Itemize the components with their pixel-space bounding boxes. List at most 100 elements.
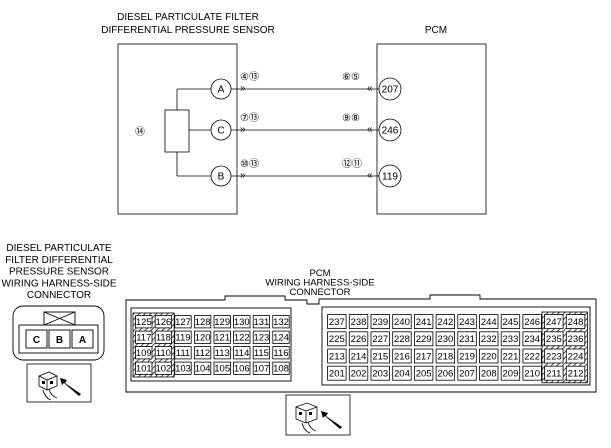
- connector-pin-cell: [272, 315, 290, 329]
- connector-pin-cell: [392, 365, 412, 381]
- pcm-side-mark: «: [367, 170, 373, 181]
- connector-pin-number: 130: [234, 317, 250, 328]
- connector-pin-number: 117: [136, 333, 151, 344]
- connector-pin-number: 210: [524, 369, 540, 380]
- connector-pin-number: 108: [273, 364, 289, 375]
- connector-pin-number: 203: [372, 369, 388, 380]
- connector-pin-number: 240: [394, 317, 410, 328]
- connector-pin-cell: [193, 346, 212, 360]
- pcm-terminal-number: 246: [382, 126, 399, 137]
- connector-pin-number: 217: [416, 351, 432, 362]
- connector-pin-number: 236: [568, 334, 584, 345]
- connector-pin-cell: [413, 331, 434, 347]
- connector-pin-cell: [522, 331, 542, 347]
- connector-pin-cell: [135, 346, 153, 360]
- connector-pin-cell: [392, 331, 412, 347]
- connector-pin-cell: [392, 314, 412, 330]
- connector-pin-number: 208: [481, 369, 497, 380]
- connector-pin-number: 101: [136, 364, 152, 375]
- sensor-terminal-letter: A: [218, 85, 225, 96]
- pcm-connector-view-icon: [285, 394, 351, 436]
- connector-pin-cell: [272, 346, 290, 360]
- connector-pin-number: 232: [481, 334, 497, 345]
- connector-pin-cell: [174, 330, 192, 344]
- connector-pin-number: 125: [136, 317, 152, 328]
- pcm-wire-refs: ⑫⑪: [342, 158, 362, 170]
- connector-pin-cell: [154, 315, 172, 329]
- connector-pin-cell: [174, 361, 192, 375]
- connector-pin-cell: [233, 346, 251, 360]
- connector-pin-number: 245: [503, 317, 519, 328]
- sensor-element-ref: ⑭: [135, 126, 145, 138]
- sensor-terminal-letter: B: [218, 172, 225, 183]
- connector-pin-number: 104: [195, 364, 211, 375]
- connector-pin-cell: [479, 365, 499, 381]
- connector-pin-cell: [348, 348, 369, 364]
- sensor-connector-title-line: PRESSURE SENSOR: [9, 267, 109, 278]
- connector-pin-cell: [522, 314, 542, 330]
- connector-pin-cell: [135, 330, 153, 344]
- connector-pin-cell: [327, 331, 347, 347]
- connector-pin-number: 214: [351, 351, 367, 362]
- connector-pin-number: 132: [273, 317, 289, 328]
- connector-pin-number: 126: [155, 317, 171, 328]
- pcm-connector-title-line: WIRING HARNESS-SIDE: [265, 278, 374, 289]
- connector-pin-number: 205: [416, 369, 432, 380]
- connector-pin-number: 231: [459, 334, 475, 345]
- connector-pin-number: 128: [195, 317, 211, 328]
- connector-pin-number: 241: [416, 317, 432, 328]
- sensor-connector-pin-b: B: [56, 335, 63, 346]
- connector-pin-number: 103: [175, 364, 191, 375]
- connector-pin-cell: [252, 315, 270, 329]
- connector-pin-cell: [193, 315, 212, 329]
- connector-pin-cell: [435, 314, 456, 330]
- connector-pin-cell: [327, 348, 347, 364]
- connector-pin-cell: [213, 346, 231, 360]
- connector-pin-cell: [252, 330, 270, 344]
- connector-pin-cell: [327, 365, 347, 381]
- connector-pin-number: 216: [394, 351, 410, 362]
- connector-pin-cell: [479, 314, 499, 330]
- pcm-title: PCM: [425, 25, 447, 36]
- connector-pin-number: 219: [459, 351, 475, 362]
- connector-pin-number: 113: [215, 348, 230, 359]
- pcm-connector-title-line: PCM: [309, 268, 330, 279]
- connector-pin-number: 114: [234, 348, 249, 359]
- connector-pin-number: 242: [437, 317, 453, 328]
- connector-pin-cell: [565, 314, 586, 330]
- connector-pin-number: 226: [351, 334, 367, 345]
- connector-pin-cell: [413, 365, 434, 381]
- sensor-side-mark: »: [240, 124, 246, 135]
- connector-pin-cell: [370, 365, 390, 381]
- connector-pin-number: 223: [546, 351, 562, 362]
- connector-pin-cell: [213, 330, 231, 344]
- connector-pin-number: 201: [329, 369, 345, 380]
- sensor-box: [117, 43, 238, 215]
- connector-pin-number: 124: [273, 333, 289, 344]
- connector-pin-cell: [154, 361, 172, 375]
- sensor-connector-pin-c: C: [33, 335, 40, 346]
- sensor-connector-title-line: DIESEL PARTICULATE: [6, 243, 112, 254]
- connector-pin-number: 207: [459, 369, 475, 380]
- connector-pin-number: 211: [546, 369, 561, 380]
- connector-pin-cell: [370, 348, 390, 364]
- connector-pin-cell: [272, 330, 290, 344]
- connector-pin-cell: [479, 348, 499, 364]
- connector-pin-number: 122: [234, 333, 250, 344]
- connector-pin-number: 215: [372, 351, 388, 362]
- connector-pin-number: 107: [253, 364, 269, 375]
- connector-pin-cell: [193, 330, 212, 344]
- connector-pin-cell: [544, 331, 564, 347]
- connector-pin-number: 244: [481, 317, 497, 328]
- connector-pin-number: 224: [568, 351, 584, 362]
- connector-pin-cell: [252, 346, 270, 360]
- connector-pin-cell: [272, 361, 290, 375]
- connector-pin-cell: [135, 315, 153, 329]
- connector-pin-number: 243: [459, 317, 475, 328]
- pcm-side-mark: «: [367, 124, 373, 135]
- connector-pin-number: 229: [416, 334, 432, 345]
- connector-pin-cell: [370, 314, 390, 330]
